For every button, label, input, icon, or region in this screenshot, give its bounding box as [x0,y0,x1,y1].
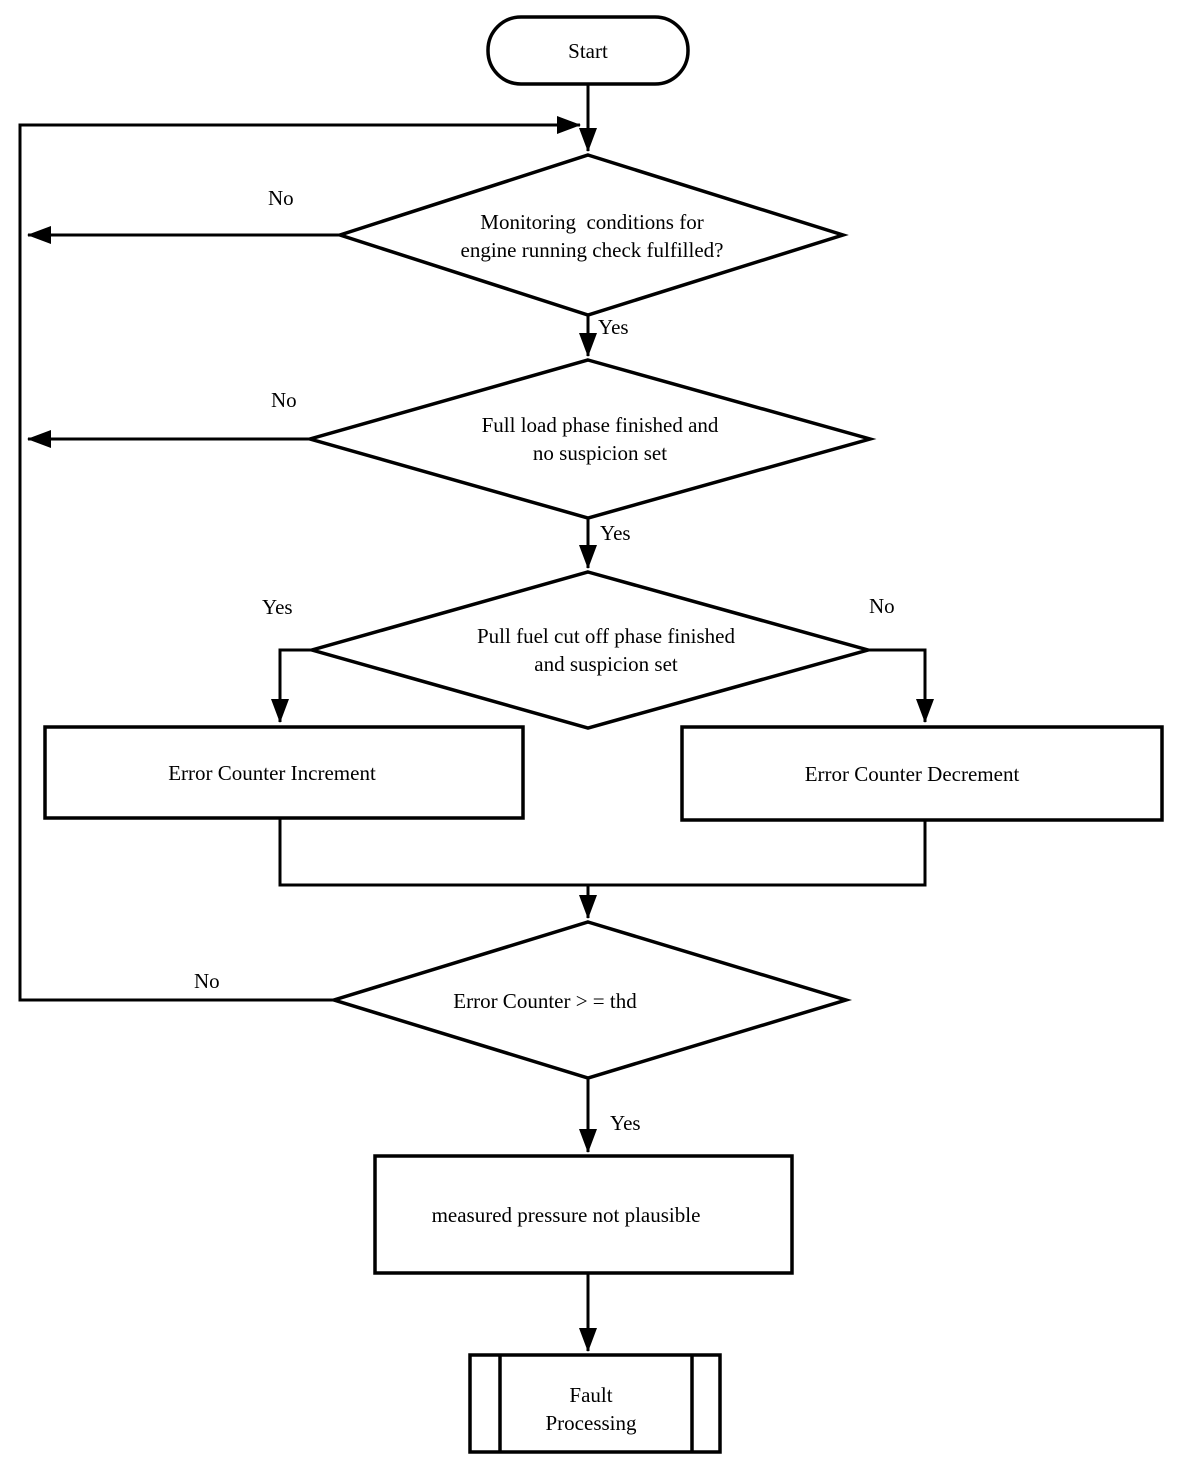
fuel-cut-decision-diamond [305,570,875,730]
start-label: Start [568,39,608,63]
monitoring-decision-text-line-2: engine running check fulfilled? [461,238,724,262]
monitoring-decision-diamond [334,153,849,317]
full-load-decision-text-line-1: Full load phase finished and [482,413,719,437]
monitoring-decision-text-line-1: Monitoring conditions for [480,210,703,234]
edge-merge [278,818,927,887]
start-node [486,15,690,86]
pressure-not-plausible-label: measured pressure not plausible [432,1203,701,1227]
edge-label-fuel-cut-yes: Yes [262,595,293,619]
nodes: Start Monitoring conditions for engine r… [43,15,1164,1454]
full-load-decision-text-line-2: no suspicion set [533,441,667,465]
threshold-decision-label: Error Counter > = thd [453,989,637,1013]
error-counter-decrement-box [680,725,1164,822]
threshold-decision-diamond [328,920,853,1080]
fault-processing-text-line-2: Processing [546,1411,637,1435]
pressure-not-plausible-box [373,1154,794,1275]
error-counter-increment-box [43,725,525,820]
fuel-cut-decision-text-line-1: Pull fuel cut off phase finished [477,624,735,648]
edge-label-monitoring-yes: Yes [598,315,629,339]
edge-labels: No Yes No Yes Yes No No Yes [194,186,895,1135]
edges [18,84,934,1352]
fault-processing-box [468,1353,722,1454]
edge-label-full-load-no: No [271,388,297,412]
error-counter-decrement-label: Error Counter Decrement [805,762,1020,786]
full-load-decision-diamond [303,358,877,520]
edge-label-fuel-cut-no: No [869,594,895,618]
fuel-cut-decision-text-line-2: and suspicion set [534,652,678,676]
edge-label-threshold-no: No [194,969,220,993]
edge-feedback-loop [18,116,581,1002]
edge-label-monitoring-no: No [268,186,294,210]
fault-processing-text-line-1: Fault [569,1383,612,1407]
edge-label-full-load-yes: Yes [600,521,631,545]
edge-fuel-cut-no [868,648,934,723]
edge-label-threshold-yes: Yes [610,1111,641,1135]
edge-fuel-cut-yes [271,648,312,723]
error-counter-increment-label: Error Counter Increment [168,761,376,785]
